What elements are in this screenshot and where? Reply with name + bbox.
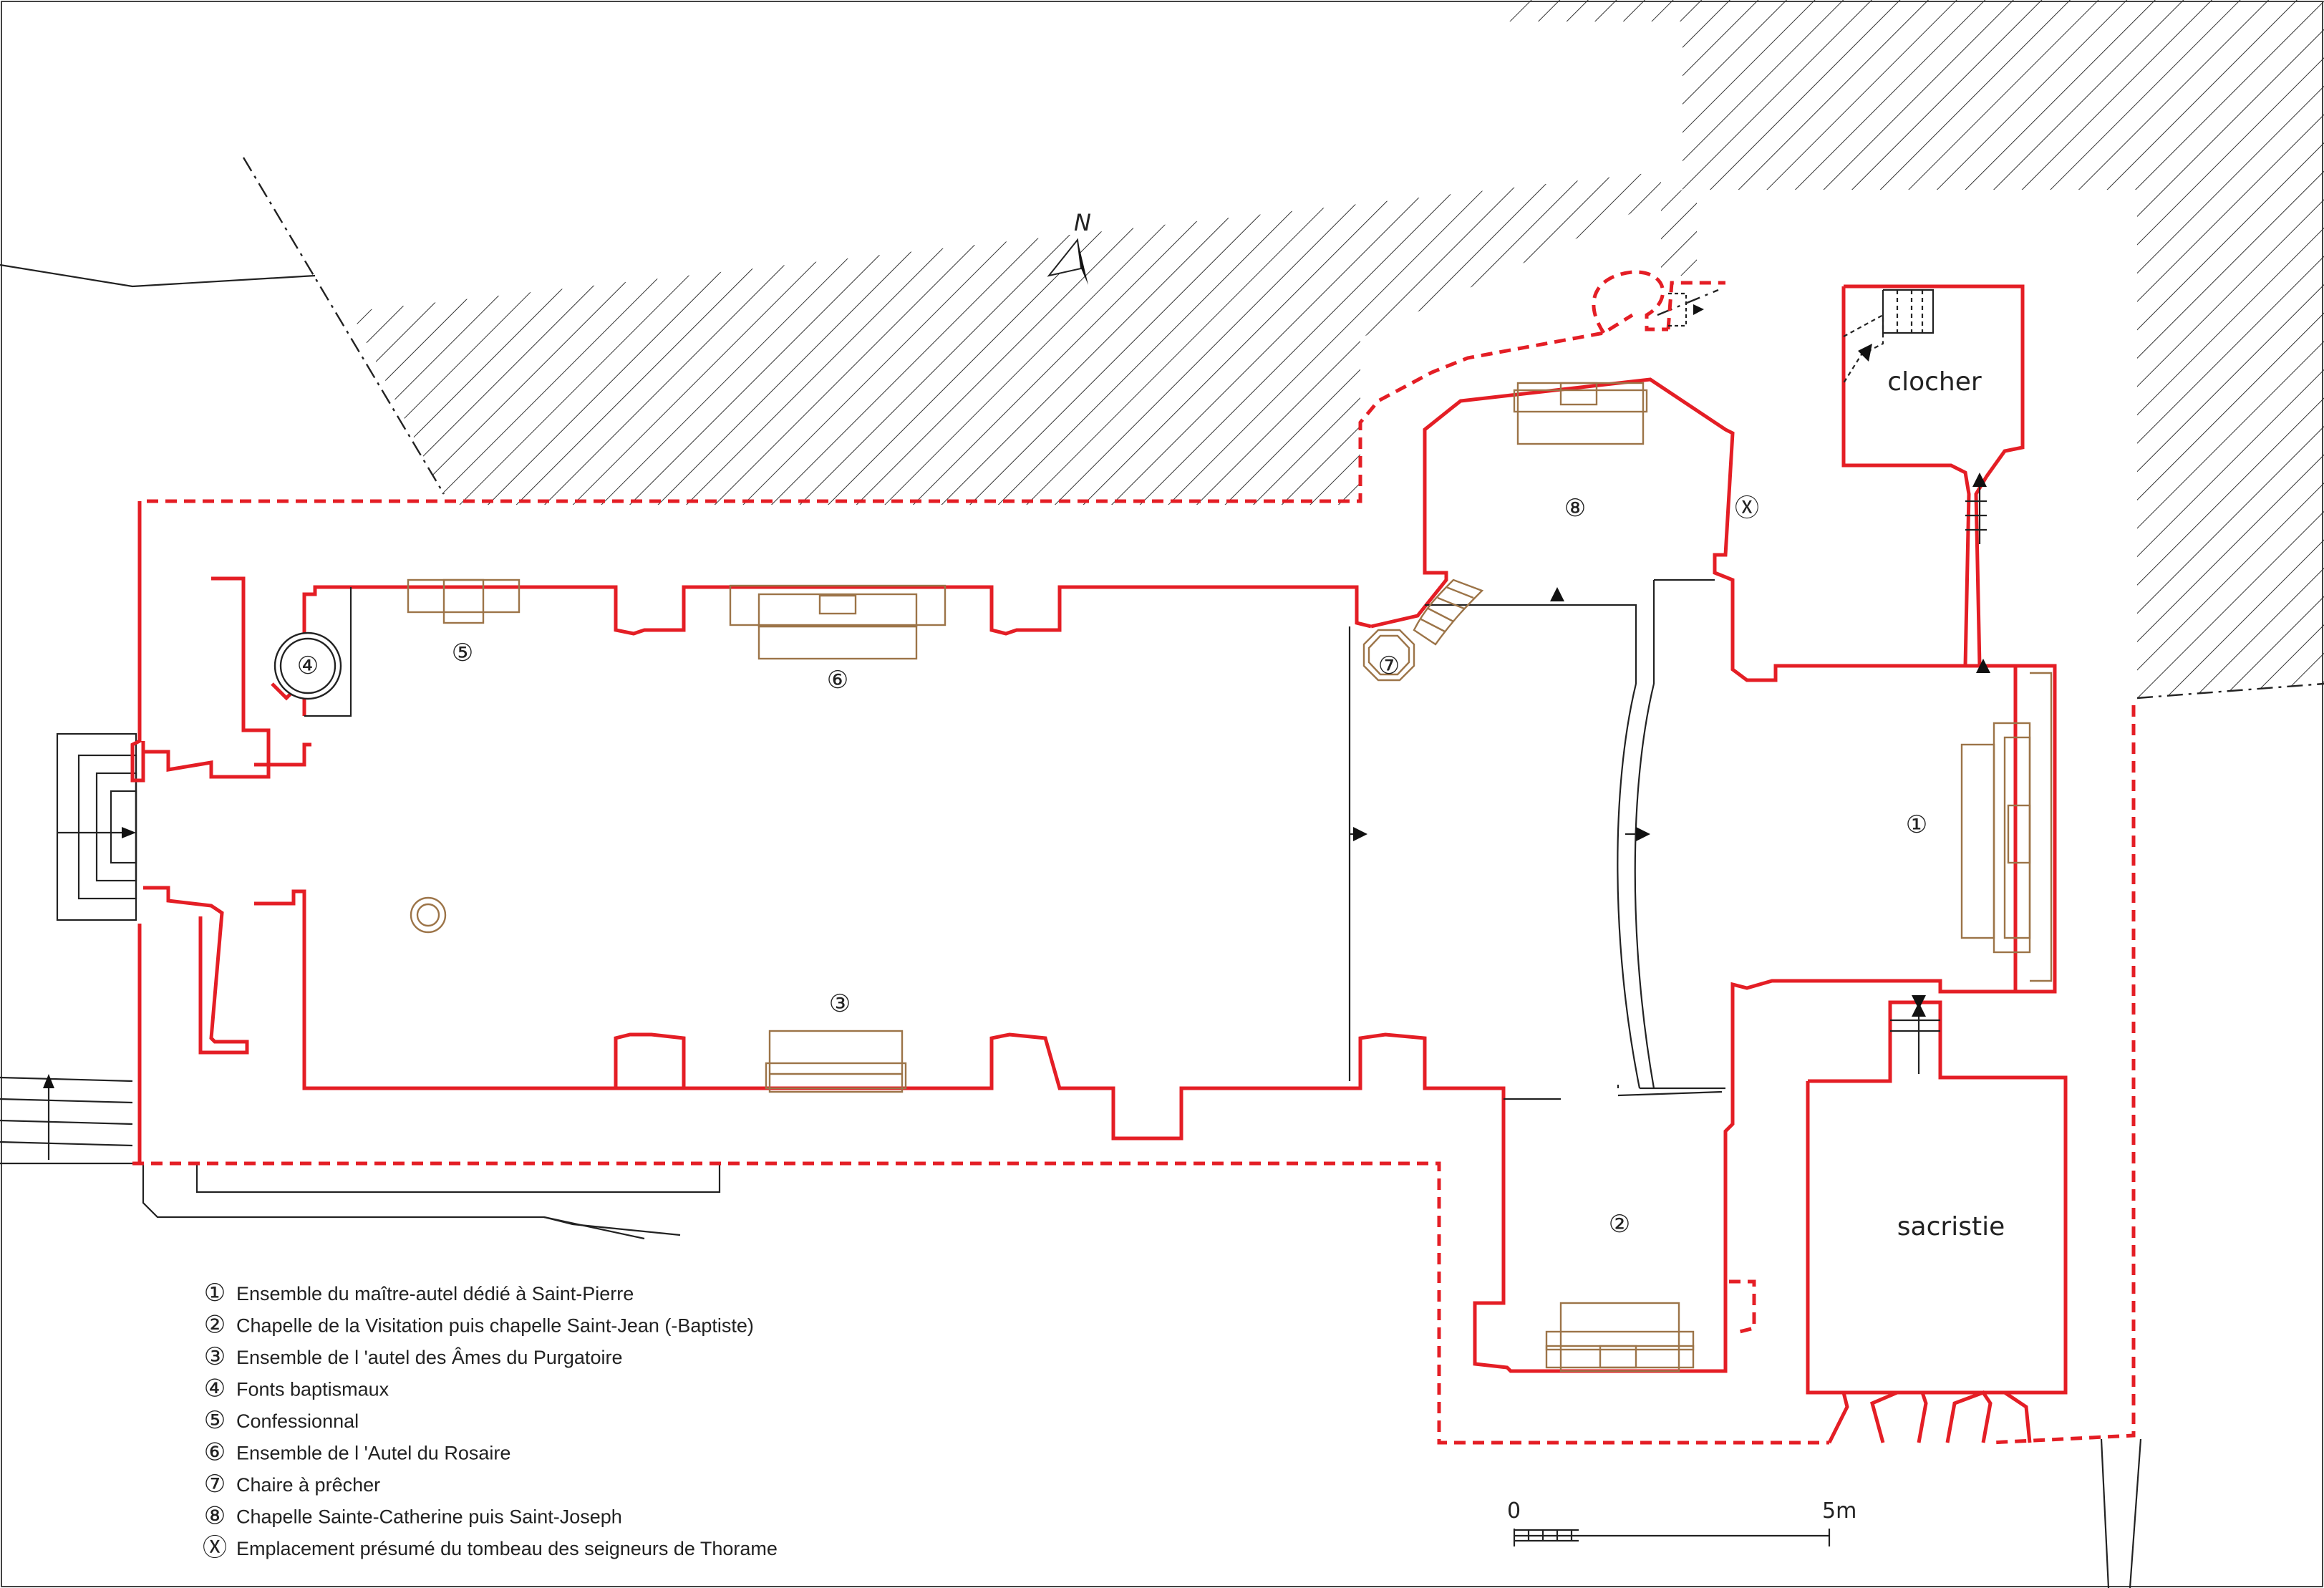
main-walls xyxy=(130,284,2068,1444)
baptismal-font xyxy=(273,631,342,700)
legend-symbol: ⑤ xyxy=(204,1406,226,1435)
legend-item-text: Ensemble du maître-autel dédié à Saint-P… xyxy=(236,1283,634,1304)
marker-7: ⑦ xyxy=(1378,652,1400,680)
marker-2: ② xyxy=(1609,1210,1630,1239)
legend-item-text: Confessionnal xyxy=(236,1410,359,1432)
legend-symbol: ⑥ xyxy=(204,1438,226,1467)
legend-symbol: ① xyxy=(204,1279,226,1307)
legend-item-text: Ensemble de l 'Autel du Rosaire xyxy=(236,1443,510,1464)
marker-1: ① xyxy=(1906,810,1927,839)
room-label-clocher: clocher xyxy=(1887,367,1982,397)
legend-item-text: Ensemble de l 'autel des Âmes du Purgato… xyxy=(236,1346,622,1368)
legend-item-text: Emplacement présumé du tombeau des seign… xyxy=(236,1538,778,1559)
legend-item-text: Chapelle de la Visitation puis chapelle … xyxy=(236,1315,754,1337)
bench-steps xyxy=(142,1163,721,1240)
legend: ① Ensemble du maître-autel dédié à Saint-… xyxy=(203,1279,778,1562)
legend-symbol: ③ xyxy=(204,1342,226,1371)
marker-6: ⑥ xyxy=(827,666,848,694)
marker-4: ④ xyxy=(297,652,319,680)
legend-symbol: ⑦ xyxy=(204,1470,226,1499)
marker-5: ⑤ xyxy=(452,639,473,667)
room-label-sacristie: sacristie xyxy=(1897,1212,2005,1241)
north-label: N xyxy=(1074,209,1091,236)
scale-bar: 0 5m xyxy=(1507,1499,1856,1546)
terrain-lines xyxy=(0,157,2324,1588)
legend-item-text: Chapelle Sainte-Catherine puis Saint-Jos… xyxy=(236,1506,622,1528)
legend-symbol: Ⓧ xyxy=(203,1534,227,1562)
legend-item-text: Fonts baptismaux xyxy=(236,1379,389,1400)
side-steps xyxy=(0,1074,133,1165)
legend-symbol: ⑧ xyxy=(204,1502,226,1531)
hatched-terrain xyxy=(351,0,2324,698)
legend-symbol: ④ xyxy=(204,1375,226,1403)
interior-lines xyxy=(304,289,1990,1100)
entrance-steps xyxy=(56,732,137,921)
dashed-outline xyxy=(132,270,2136,1445)
north-arrow: N xyxy=(1047,209,1091,285)
furniture xyxy=(407,382,2053,1372)
marker-8: ⑧ xyxy=(1564,494,1586,523)
legend-symbol: ② xyxy=(204,1311,226,1340)
marker-x: Ⓧ xyxy=(1735,494,1759,523)
scale-start: 0 xyxy=(1507,1499,1521,1524)
scale-end: 5m xyxy=(1822,1499,1856,1524)
legend-item-text: Chaire à prêcher xyxy=(236,1474,380,1496)
marker-3: ③ xyxy=(829,989,851,1018)
